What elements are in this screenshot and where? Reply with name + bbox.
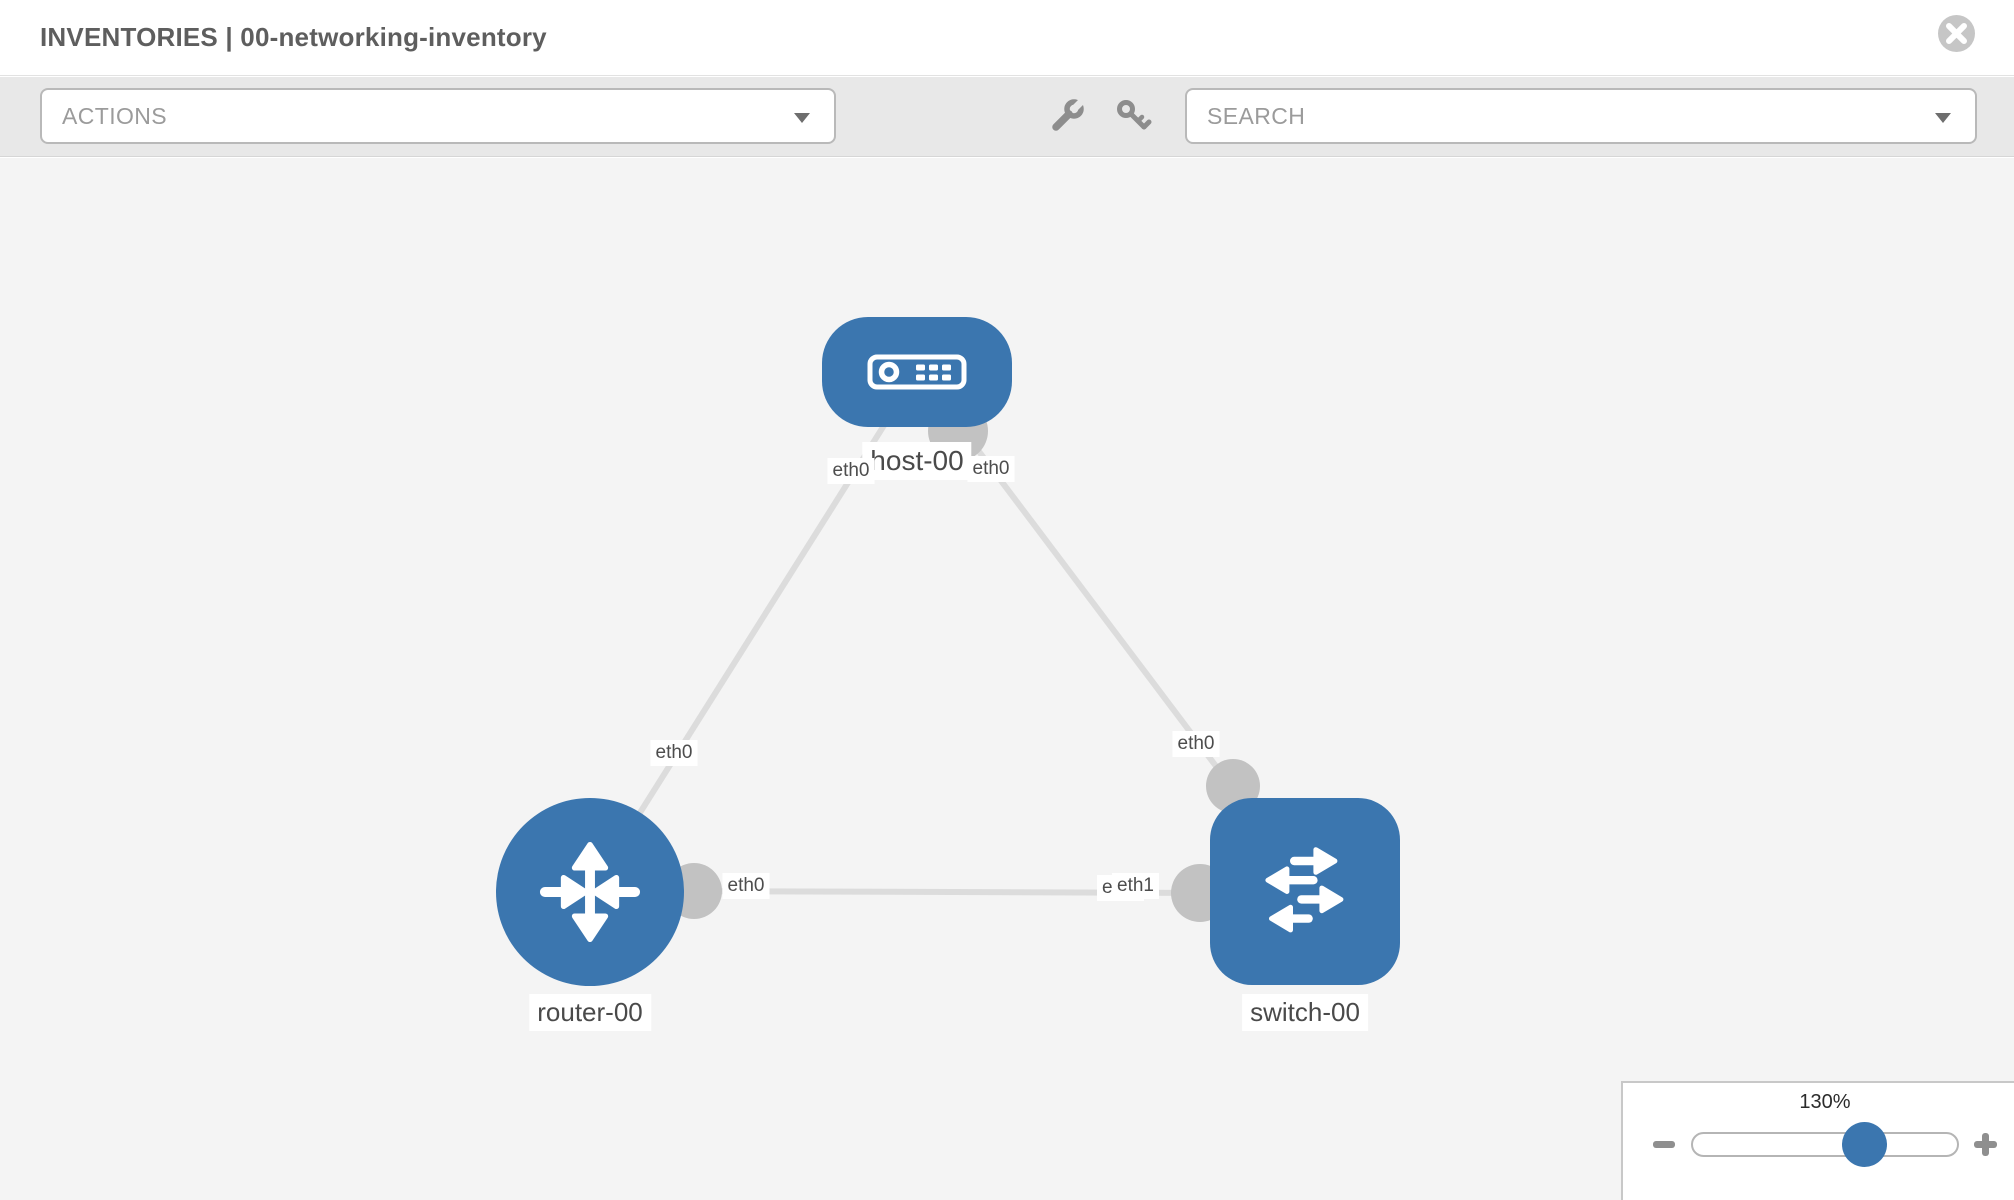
- close-icon[interactable]: [1938, 15, 1975, 52]
- if-label-router-to-host: eth0: [650, 740, 698, 766]
- node-switch-00[interactable]: [1210, 798, 1400, 985]
- chevron-down-icon: [794, 113, 810, 123]
- actions-dropdown[interactable]: ACTIONS: [40, 88, 836, 144]
- if-label-switch-to-router: eth1: [1112, 873, 1159, 899]
- page-title: INVENTORIES | 00-networking-inventory: [40, 22, 547, 52]
- zoom-out-icon[interactable]: [1653, 1141, 1675, 1148]
- key-icon[interactable]: [1113, 97, 1153, 137]
- node-host-00[interactable]: [822, 317, 1012, 427]
- search-dropdown-label: SEARCH: [1207, 103, 1306, 129]
- zoom-level-value: 130%: [1799, 1091, 1851, 1113]
- if-label-switch-to-host: eth0: [1172, 731, 1220, 757]
- zoom-slider-track[interactable]: [1691, 1132, 1959, 1157]
- topology-links-layer: [587, 401, 1260, 922]
- switch-icon: [1265, 847, 1344, 933]
- topology-canvas[interactable]: host-00 router-00 switch-00 eth0 eth0 et…: [0, 158, 2014, 1200]
- if-label-host-to-router: eth0: [827, 458, 875, 484]
- host-icon: [867, 354, 967, 390]
- zoom-slider-thumb[interactable]: [1842, 1122, 1887, 1167]
- actions-dropdown-label: ACTIONS: [62, 103, 168, 129]
- search-dropdown[interactable]: SEARCH: [1185, 88, 1977, 144]
- chevron-down-icon: [1935, 113, 1951, 123]
- node-router-00[interactable]: [496, 798, 684, 986]
- x-glyph: [1946, 23, 1967, 44]
- router-icon: [539, 841, 641, 943]
- toolbar: ACTIONS SEARCH: [0, 77, 2014, 157]
- node-label-host-00: host-00: [862, 442, 972, 480]
- if-label-host-to-switch: eth0: [967, 456, 1015, 482]
- zoom-in-icon[interactable]: [1974, 1133, 1997, 1156]
- if-label-router-to-switch: eth0: [722, 873, 770, 899]
- zoom-panel: 130%: [1621, 1081, 2014, 1200]
- node-label-router-00: router-00: [529, 994, 651, 1031]
- wrench-icon[interactable]: [1048, 97, 1088, 137]
- node-label-switch-00: switch-00: [1242, 994, 1368, 1031]
- header-bar: INVENTORIES | 00-networking-inventory: [0, 0, 2014, 76]
- link-host-router: [587, 406, 898, 894]
